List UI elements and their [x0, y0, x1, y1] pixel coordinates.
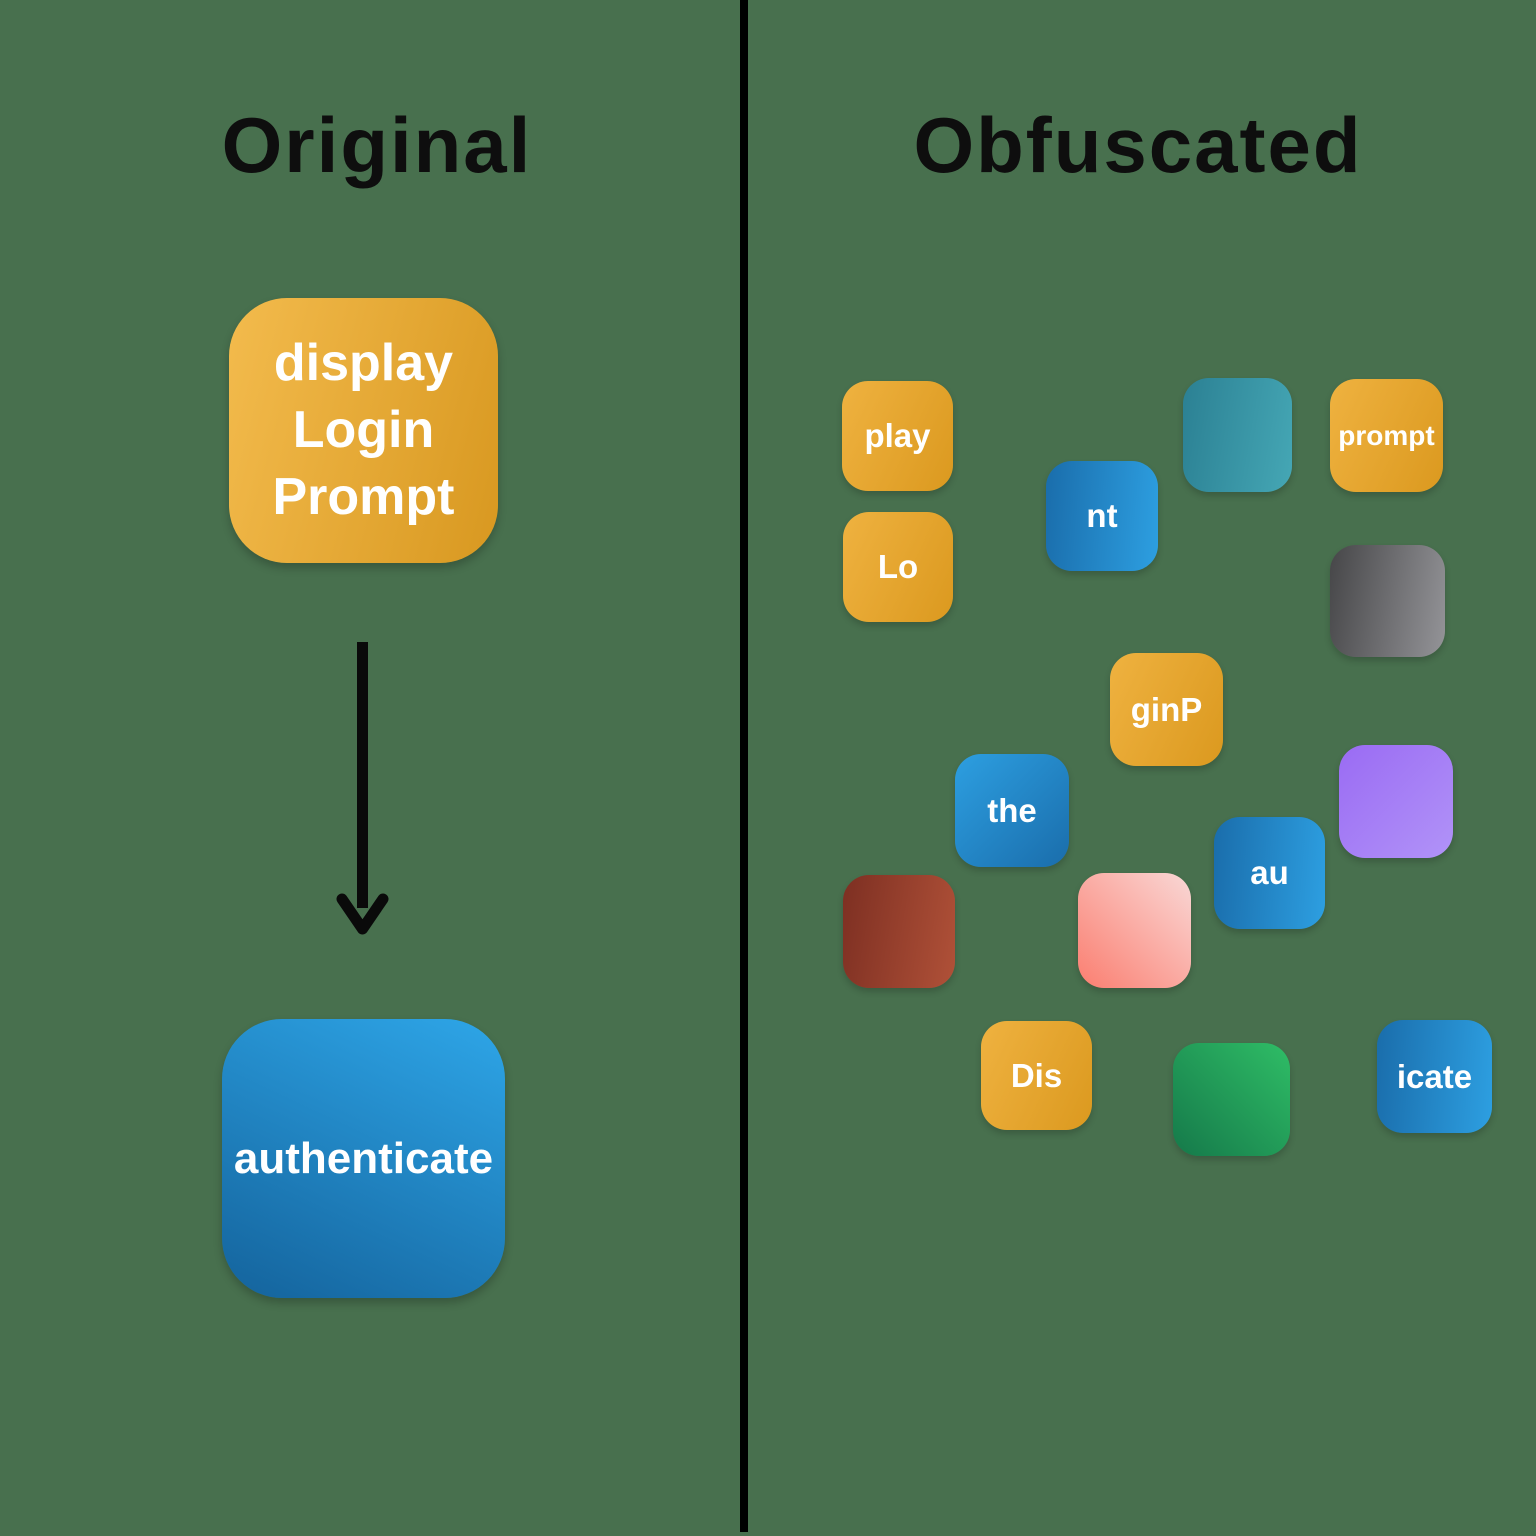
fragment-purple-empty [1339, 745, 1453, 858]
divider-line [740, 0, 748, 1532]
node-label-line: authenticate [233, 1133, 494, 1183]
fragment-teal-empty [1183, 378, 1292, 492]
node-label-line: display [273, 334, 454, 392]
down-arrow-icon [336, 642, 389, 935]
fragment-icate: icate [1377, 1020, 1492, 1133]
display-login-prompt-node: display Login Prompt [229, 298, 498, 563]
node-label-line: Login [292, 401, 435, 459]
fragment-the: the [955, 754, 1069, 867]
fragment-nt: nt [1046, 461, 1158, 571]
fragment-ginp: ginP [1110, 653, 1223, 766]
fragment-pink-empty [1078, 873, 1191, 988]
fragment-prompt: prompt [1330, 379, 1443, 492]
fragment-green-empty [1173, 1043, 1290, 1156]
obfuscated-panel-title: Obfuscated [913, 101, 1363, 189]
fragment-play: play [842, 381, 953, 491]
fragment-red-empty [843, 875, 955, 988]
original-panel-title: Original [221, 101, 533, 189]
fragment-au: au [1214, 817, 1325, 929]
authenticate-node: authenticate [222, 1019, 505, 1298]
fragment-dis: Dis [981, 1021, 1092, 1130]
fragment-gray-empty [1330, 545, 1445, 657]
fragment-lo: Lo [843, 512, 953, 622]
node-label-line: Prompt [272, 468, 455, 526]
